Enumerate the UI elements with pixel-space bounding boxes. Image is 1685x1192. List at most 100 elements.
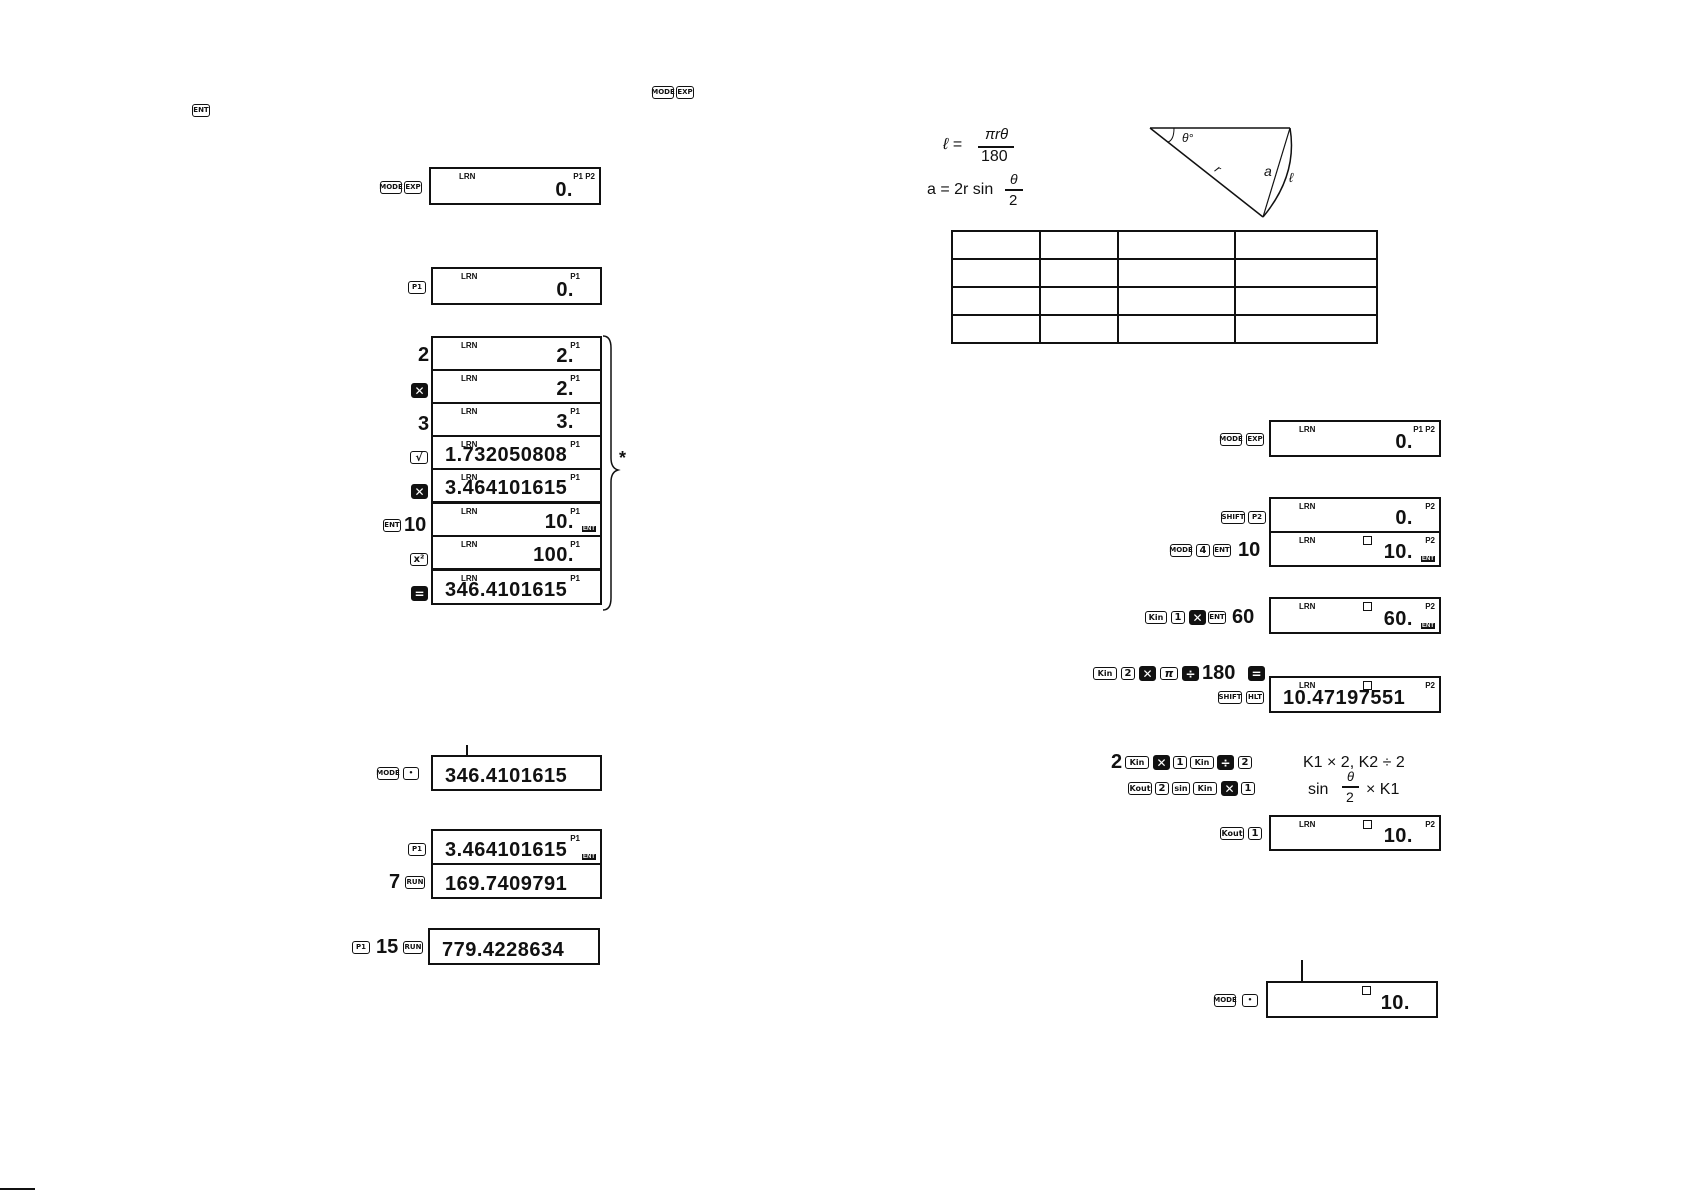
one-key: 1 — [1173, 756, 1187, 769]
calculator-display: LRN P1 2. — [431, 369, 602, 404]
mode-key: MODE — [376, 767, 400, 780]
kin-key: Kin — [1145, 611, 1167, 624]
program-indicator: P2 — [1425, 681, 1435, 690]
display-value: 3. — [556, 411, 574, 433]
multiply-key: ✕ — [1153, 755, 1170, 770]
lrn-indicator: LRN — [459, 172, 476, 181]
sqrt-key: √ — [410, 451, 428, 464]
program-indicator: P1 P2 — [573, 172, 595, 181]
formula-lhs: a = 2r sin — [927, 181, 994, 198]
program-indicator: P1 — [570, 540, 580, 549]
ent-indicator: ENT — [1421, 556, 1435, 562]
lrn-indicator: LRN — [461, 272, 478, 281]
calculator-display: LRN P2 10.47197551 — [1269, 676, 1441, 713]
fraction-bar — [1342, 786, 1359, 788]
program-indicator: P1 — [570, 574, 580, 583]
ent-key: ENT — [192, 104, 210, 117]
program-indicator: P1 — [570, 407, 580, 416]
calculator-display: LRN P1 3. — [431, 402, 602, 437]
calculator-display: P1 3.464101615 ENT — [431, 829, 602, 865]
lrn-indicator: LRN — [461, 341, 478, 350]
lrn-indicator: LRN — [461, 407, 478, 416]
calculator-display: LRN P2 10. — [1269, 815, 1441, 851]
two-key: 2 — [1155, 782, 1169, 795]
fraction-bar — [978, 146, 1014, 148]
display-value: 100. — [533, 544, 574, 566]
calculator-display: 346.4101615 — [431, 755, 602, 791]
exp-key: EXP — [404, 181, 422, 194]
calculator-display: LRN P1 100. — [431, 535, 602, 570]
one-key: 1 — [1241, 782, 1255, 795]
mode-key: MODE — [1169, 544, 1193, 557]
p1-key: P1 — [408, 843, 426, 856]
display-value: 10. — [1383, 825, 1413, 847]
p1-key: P1 — [408, 281, 426, 294]
formula-denominator: 180 — [981, 148, 1008, 165]
display-value: 0. — [1395, 431, 1413, 453]
mode-key: MODE — [379, 181, 403, 194]
lrn-indicator: LRN — [461, 440, 478, 449]
step-input: 60 — [1232, 606, 1255, 628]
ent-indicator: ENT — [1421, 623, 1435, 629]
calculator-display: LRN P2 0. — [1269, 497, 1441, 533]
calculator-display: LRN P1 3.464101615 — [431, 468, 602, 503]
display-value: 1.732050808 — [445, 444, 568, 466]
calculator-display: 10. — [1266, 981, 1438, 1018]
program-indicator: P1 — [570, 374, 580, 383]
display-value: 3.464101615 — [445, 477, 568, 499]
multiply-key: ✕ — [411, 383, 428, 398]
annotation-denominator: 2 — [1346, 789, 1354, 805]
lrn-indicator: LRN — [461, 540, 478, 549]
lrn-indicator: LRN — [1299, 820, 1316, 829]
step-input: 180 — [1202, 662, 1236, 684]
step-input: 10 — [404, 514, 427, 536]
run-key: RUN — [405, 876, 425, 889]
calculator-display: LRN P1 10. ENT — [431, 502, 602, 537]
calculator-display: LRN P2 10. ENT — [1269, 531, 1441, 567]
kout-key: Kout — [1128, 782, 1152, 795]
shift-key: SHIFT — [1218, 691, 1242, 704]
exp-key: EXP — [1246, 433, 1264, 446]
annotation-numerator: θ — [1347, 769, 1355, 784]
lrn-indicator: LRN — [461, 574, 478, 583]
program-indicator: P2 — [1425, 602, 1435, 611]
formula-lhs: ℓ = — [943, 136, 962, 153]
mode-key: MODE — [651, 86, 675, 99]
program-indicator: P1 — [570, 341, 580, 350]
pi-key: π — [1160, 667, 1178, 680]
lrn-indicator: LRN — [1299, 681, 1316, 690]
dot-key: • — [403, 767, 419, 780]
display-value: 0. — [1395, 507, 1413, 529]
dot-key: • — [1242, 994, 1258, 1007]
display-value: 346.4101615 — [445, 579, 568, 601]
program-indicator: P1 — [570, 834, 580, 843]
display-value: 779.4228634 — [442, 939, 565, 961]
display-value: 10.47197551 — [1283, 687, 1406, 709]
degree-indicator — [1363, 681, 1372, 690]
calculator-display: LRN P1 P2 0. — [1269, 420, 1441, 457]
two-key: 2 — [1121, 667, 1135, 680]
ent-indicator: ENT — [582, 854, 596, 860]
program-indicator: P2 — [1425, 502, 1435, 511]
mode-key: MODE — [1213, 994, 1237, 1007]
display-value: 2. — [556, 378, 574, 400]
cursor-mark — [466, 745, 468, 757]
one-key: 1 — [1248, 827, 1262, 840]
lrn-indicator: LRN — [461, 374, 478, 383]
ent-key: ENT — [383, 519, 401, 532]
four-key: 4 — [1196, 544, 1210, 557]
display-value: 10. — [544, 511, 574, 533]
multiply-key: ✕ — [1221, 781, 1238, 796]
calculator-display: LRN P1 2. — [431, 336, 602, 371]
brace-icon — [602, 335, 621, 611]
calculator-display: LRN P1 P2 0. — [429, 167, 601, 205]
lrn-indicator: LRN — [1299, 602, 1316, 611]
formula-denominator: 2 — [1009, 192, 1018, 209]
formula-numerator: θ — [1010, 171, 1018, 187]
kin-key: Kin — [1125, 756, 1149, 769]
display-value: 60. — [1383, 608, 1413, 630]
lrn-indicator: LRN — [461, 507, 478, 516]
lrn-indicator: LRN — [1299, 502, 1316, 511]
program-indicator: P2 — [1425, 536, 1435, 545]
degree-indicator — [1362, 986, 1371, 995]
